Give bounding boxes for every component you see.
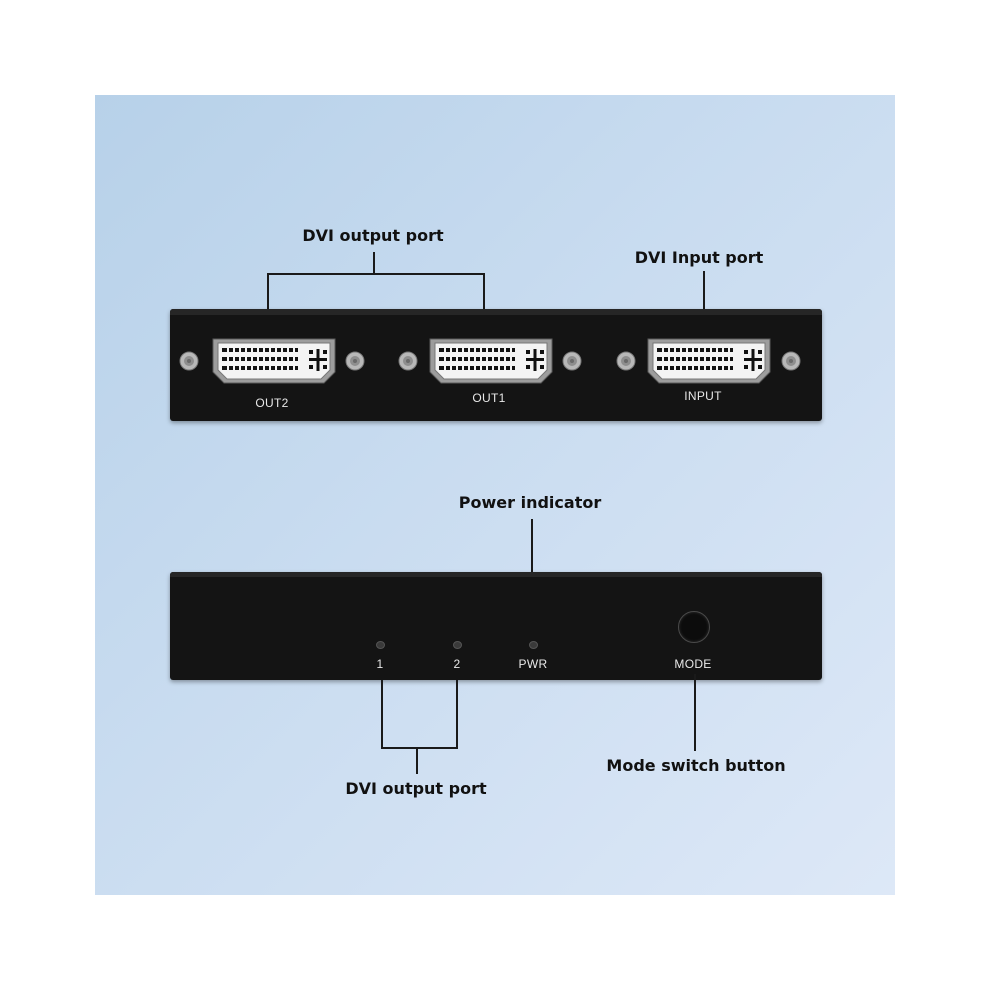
port-label-input: INPUT [684, 389, 722, 403]
led-label-pwr: PWR [518, 657, 548, 671]
screw-icon [179, 351, 199, 371]
screw-icon [345, 351, 365, 371]
front-panel [170, 572, 822, 680]
port-label-out2: OUT2 [255, 396, 289, 410]
leader-line [267, 273, 485, 275]
leader-line [373, 252, 375, 274]
dvi-connector-icon [212, 338, 336, 384]
callout-power-indicator: Power indicator [458, 493, 602, 512]
mode-button-label: MODE [674, 657, 712, 671]
screw-icon [616, 351, 636, 371]
led-label-1: 1 [376, 657, 384, 671]
led-1-indicator [376, 641, 385, 649]
dvi-connector-icon [429, 338, 553, 384]
port-label-out1: OUT1 [472, 391, 506, 405]
leader-line [381, 680, 383, 749]
diagram-panel [95, 95, 895, 895]
dvi-connector-icon [647, 338, 771, 384]
mode-switch-button[interactable] [678, 611, 710, 643]
rear-panel-edge [170, 309, 822, 315]
leader-line [416, 747, 418, 774]
screw-icon [562, 351, 582, 371]
leader-line [456, 680, 458, 749]
led-2-indicator [453, 641, 462, 649]
leader-line [694, 674, 696, 751]
callout-dvi-output-bottom: DVI output port [345, 779, 487, 798]
callout-dvi-output-top: DVI output port [302, 226, 444, 245]
callout-mode-switch: Mode switch button [606, 756, 786, 775]
screw-icon [398, 351, 418, 371]
leader-line [381, 747, 458, 749]
front-panel-edge [170, 572, 822, 577]
screw-icon [781, 351, 801, 371]
callout-dvi-input: DVI Input port [634, 248, 764, 267]
led-power-indicator [529, 641, 538, 649]
leader-line [703, 271, 705, 345]
led-label-2: 2 [453, 657, 461, 671]
